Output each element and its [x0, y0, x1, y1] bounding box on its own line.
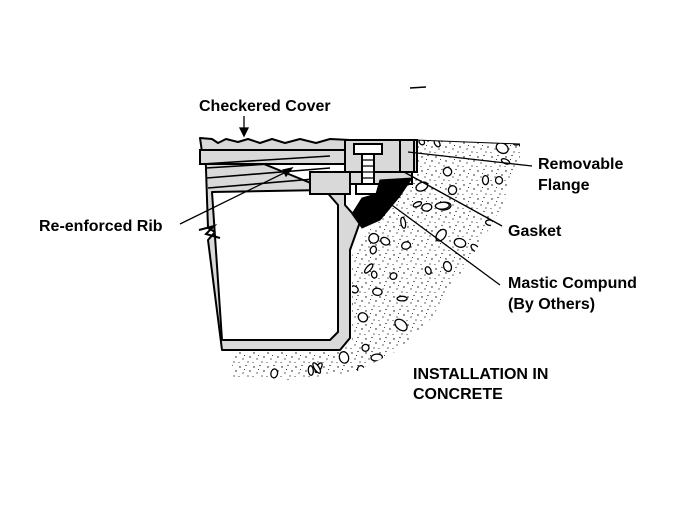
aggregate-stone — [467, 314, 481, 324]
aggregate-stone — [412, 201, 423, 208]
aggregate-stone — [394, 318, 408, 332]
mastic-compound-label-line2: (By Others) — [508, 296, 596, 313]
aggregate-stone — [481, 174, 490, 186]
gasket-label: Gasket — [508, 223, 562, 240]
aggregate-stone — [420, 357, 429, 365]
aggregate-stone — [363, 263, 374, 274]
aggregate-stone — [368, 232, 380, 244]
aggregate-stone — [431, 320, 444, 331]
aggregate-stone — [514, 242, 520, 257]
aggregate-stone — [476, 254, 485, 268]
aggregate-stone — [442, 166, 453, 177]
aggregate-stone — [494, 175, 504, 185]
aggregate-stone — [372, 287, 383, 297]
leader-lines — [179, 116, 533, 286]
aggregate-stone — [442, 260, 453, 273]
aggregate-stone — [448, 292, 456, 301]
gasket — [351, 177, 413, 229]
aggregate-stone — [463, 269, 474, 280]
aggregate-stone — [356, 364, 365, 374]
aggregate-stone — [361, 343, 370, 352]
aggregate-stone — [447, 185, 458, 196]
aggregate-stone — [456, 305, 466, 315]
aggregate-stone — [401, 241, 412, 250]
aggregate-stone — [389, 272, 398, 281]
aggregate-stone — [312, 362, 322, 374]
aggregate-stone — [484, 309, 492, 318]
aggregate-stone — [506, 325, 518, 338]
removable-flange-label-line2: Flange — [538, 177, 590, 194]
aggregate-stone — [400, 216, 407, 229]
aggregate-stone — [369, 245, 378, 255]
aggregate-stone — [415, 181, 429, 192]
aggregate-stone — [518, 140, 520, 148]
mastic-compound-label-line1: Mastic Compund — [508, 275, 637, 292]
checkered-cover-label: Checkered Cover — [199, 98, 331, 115]
installation-title-line2: CONCRETE — [413, 386, 503, 403]
aggregate-stone — [307, 365, 314, 376]
top-mark — [409, 86, 427, 89]
aggregate-stone — [472, 314, 484, 326]
aggregate-stone — [483, 248, 493, 258]
removable-flange — [309, 139, 418, 195]
checkered-cover — [199, 137, 351, 165]
aggregate-stone — [370, 270, 378, 279]
aggregate-stone — [424, 266, 432, 275]
aggregate-stone — [453, 237, 467, 248]
aggregate-stone — [512, 199, 520, 208]
aggregate-stone — [501, 328, 511, 337]
aggregate-stone — [421, 203, 433, 212]
aggregate-stone — [490, 265, 505, 277]
aggregate-stone — [485, 296, 496, 307]
aggregate-stone — [357, 312, 369, 323]
removable-flange-label-line1: Removable — [538, 156, 624, 173]
aggregate-stone — [338, 351, 350, 364]
installation-title-line1: INSTALLATION IN — [413, 366, 549, 383]
aggregate-stone — [434, 201, 450, 210]
aggregate-stone — [270, 368, 279, 379]
aggregate-stone — [457, 318, 472, 329]
aggregate-stone — [501, 206, 513, 220]
aggregate-stone — [435, 228, 447, 242]
aggregate-stone — [380, 236, 391, 246]
aggregate-stone — [493, 243, 508, 253]
aggregate-stone — [396, 295, 408, 302]
aggregate-stone — [370, 353, 384, 362]
reenforced-rib-label: Re-enforced Rib — [39, 218, 163, 235]
